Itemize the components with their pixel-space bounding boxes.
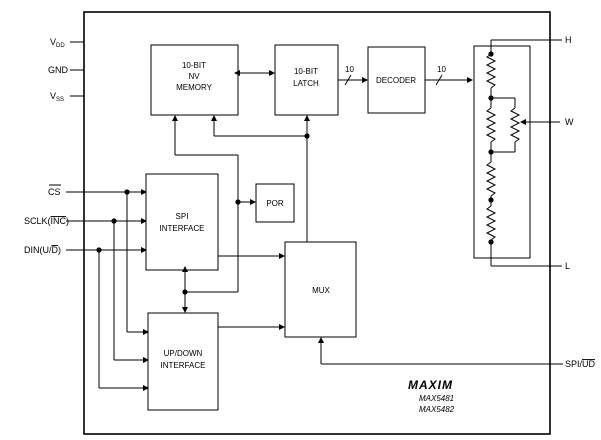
bus-width-label-2: 10	[437, 65, 446, 74]
mux-output-wiring	[211, 115, 310, 242]
updown-label-1: UP/DOWN	[164, 349, 203, 358]
pin-h-label: H	[565, 35, 572, 45]
pin-spi-ud: SPI/UD	[318, 337, 596, 369]
pin-spi-ud-label-a: SPI/	[565, 359, 583, 369]
part-number-1: MAX5481	[419, 394, 454, 403]
nv-memory-label-2: NV	[188, 72, 200, 81]
updown-input-wiring	[96, 189, 149, 391]
pin-vss: VSS	[50, 91, 84, 103]
latch-decoder-bus: 10	[338, 65, 368, 86]
updown-label-2: INTERFACE	[161, 361, 206, 370]
pin-din: DIN(U/D)	[24, 245, 147, 255]
pin-vdd-subscript: DD	[56, 43, 65, 49]
svg-text:SCLK(INC): SCLK(INC)	[24, 216, 69, 226]
svg-text:VDD: VDD	[50, 37, 65, 49]
bus-width-label-1: 10	[345, 65, 354, 74]
por-block: POR	[255, 183, 295, 223]
maxim-logo-text: MAXIM	[408, 378, 453, 392]
spi-interface-block: SPI INTERFACE	[145, 173, 219, 271]
nv-memory-label-3: MEMORY	[176, 83, 213, 92]
decoder-label: DECODER	[376, 76, 416, 85]
nv-memory-label-1: 10-BIT	[182, 61, 206, 70]
latch-block: 10-BIT LATCH	[274, 44, 339, 116]
resistor-array	[473, 40, 560, 266]
pin-l: L	[491, 261, 570, 271]
pin-din-label-a: DIN(U/	[24, 245, 52, 255]
svg-text:VSS: VSS	[50, 91, 64, 103]
chip-outline	[83, 11, 551, 435]
por-label: POR	[266, 199, 284, 208]
pin-h: H	[491, 35, 572, 45]
spi-nv-wiring	[172, 115, 256, 292]
pin-vss-subscript: SS	[56, 97, 64, 103]
part-number-2: MAX5482	[419, 405, 455, 414]
spi-label-2: INTERFACE	[160, 224, 205, 233]
pin-vss-label: V	[50, 91, 56, 101]
pin-cs-label: CS	[48, 187, 61, 197]
pin-din-label-c: )	[58, 245, 61, 255]
latch-label-1: 10-BIT	[294, 67, 318, 76]
nv-memory-block: 10-BIT NV MEMORY	[150, 44, 239, 116]
pin-spi-ud-label-b: UD	[582, 359, 595, 369]
pin-gnd-label: GND	[48, 65, 69, 75]
svg-text:DIN(U/D): DIN(U/D)	[24, 245, 61, 255]
mux-label: MUX	[312, 286, 330, 295]
pin-cs: CS	[48, 184, 147, 197]
pin-vdd-label: V	[50, 37, 56, 47]
decoder-block: DECODER	[367, 46, 426, 114]
pin-gnd: GND	[48, 65, 84, 75]
decoder-array-bus: 10	[425, 65, 473, 86]
mux-block: MUX	[284, 241, 357, 338]
pin-din-label-b: D	[52, 245, 59, 255]
updown-interface-block: UP/DOWN INTERFACE	[147, 312, 219, 411]
pin-vdd: VDD	[50, 37, 84, 49]
pin-w-label: W	[565, 117, 574, 127]
maxim-logo: MAXIM	[408, 378, 453, 392]
pin-w: W	[565, 117, 574, 127]
svg-text:SPI/UD: SPI/UD	[565, 359, 596, 369]
pin-sclk-label-a: SCLK(	[24, 216, 51, 226]
pin-sclk-label-b: INC	[51, 216, 67, 226]
spi-updown-link	[182, 266, 238, 313]
pin-l-label: L	[565, 261, 570, 271]
pin-sclk: SCLK(INC)	[24, 216, 147, 226]
latch-label-2: LATCH	[293, 79, 319, 88]
spi-label-1: SPI	[176, 212, 189, 221]
